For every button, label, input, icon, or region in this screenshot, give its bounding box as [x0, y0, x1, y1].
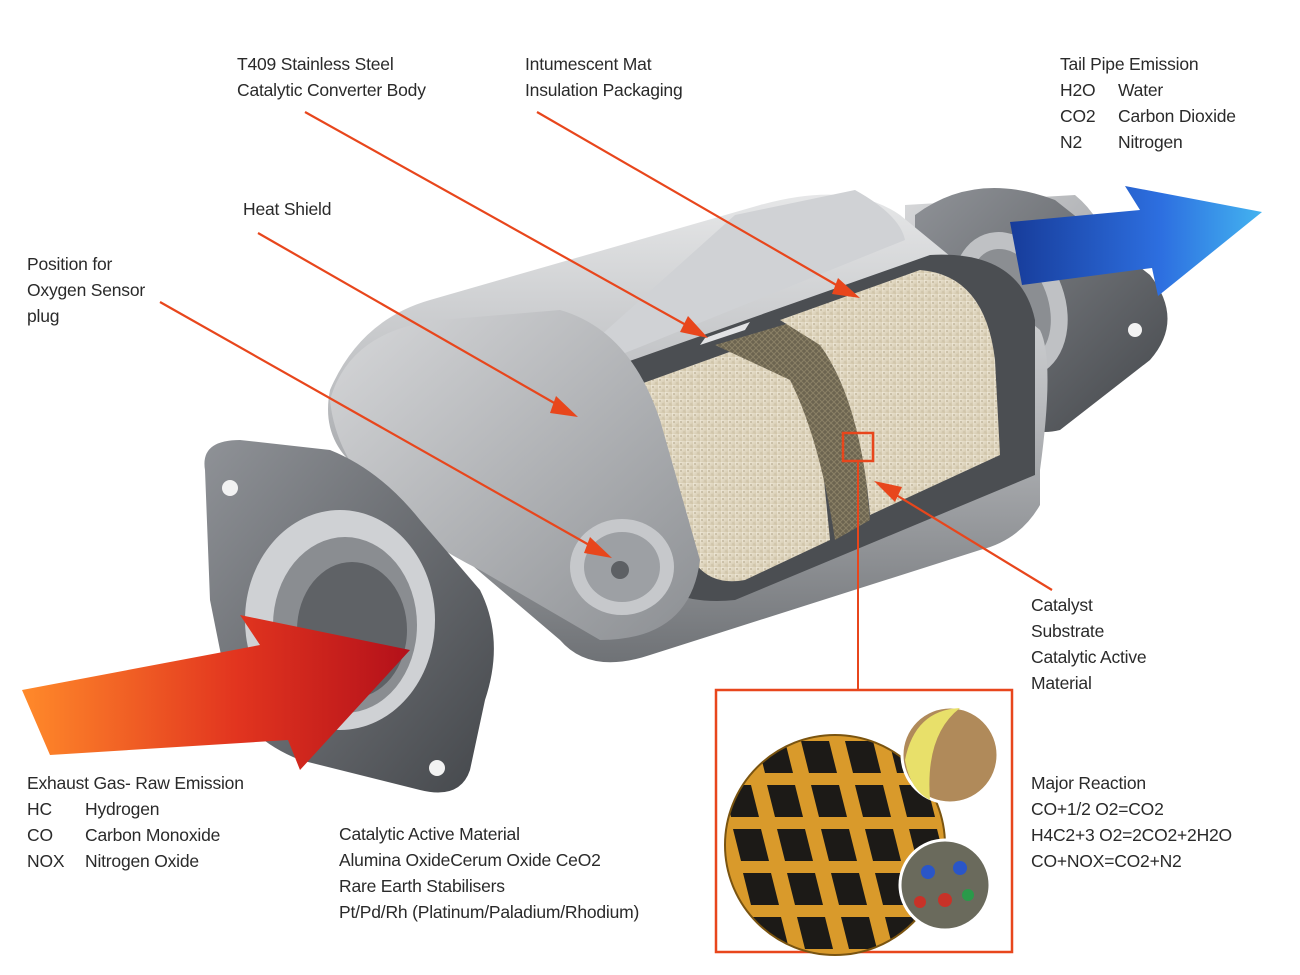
- honeycomb-cell: [841, 917, 877, 949]
- honeycomb-cell: [659, 697, 695, 729]
- label-catalytic-active-material: Catalytic Active Material Alumina OxideC…: [339, 824, 640, 922]
- honeycomb-cell: [845, 741, 881, 773]
- converter-body: [328, 190, 1048, 663]
- label-major-reaction: Major Reaction CO+1/2 O2=CO2 H4C2+3 O2=2…: [1031, 773, 1232, 871]
- honeycomb-detail: [659, 697, 1019, 975]
- honeycomb-cell: [939, 961, 975, 975]
- label-intumescent-mat: Intumescent Mat Insulation Packaging: [525, 54, 683, 100]
- honeycomb-cell: [801, 741, 837, 773]
- honeycomb-cell: [787, 873, 823, 905]
- honeycomb-cell: [743, 873, 779, 905]
- honeycomb-cell: [855, 785, 891, 817]
- leader-body: [304, 111, 696, 331]
- honeycomb-cell: [865, 829, 901, 861]
- leader-mat: [536, 111, 846, 291]
- leader-oxygen: [159, 301, 599, 551]
- label-catalyst-substrate: Catalyst Substrate Catalytic Active Mate…: [1031, 595, 1147, 693]
- insulation-mat: [715, 320, 870, 540]
- honeycomb-cell: [719, 961, 755, 975]
- honeycomb-cell: [679, 785, 715, 817]
- substrate-rear: [780, 270, 1000, 515]
- leader-heat-shield: [257, 232, 564, 409]
- honeycomb-cell: [733, 829, 769, 861]
- honeycomb-cell: [767, 785, 803, 817]
- honeycomb-cell: [669, 741, 705, 773]
- outlet-flow-arrow: [1010, 186, 1262, 296]
- honeycomb-cell: [807, 961, 843, 975]
- honeycomb-cell: [895, 961, 931, 975]
- label-oxygen-sensor: Position for Oxygen Sensor plug: [27, 254, 146, 326]
- honeycomb-cell: [821, 829, 857, 861]
- substrate-front: [610, 350, 830, 582]
- honeycomb-cell: [777, 829, 813, 861]
- label-heat-shield: Heat Shield: [243, 199, 332, 219]
- honeycomb-cell: [983, 961, 1019, 975]
- honeycomb-cell: [851, 961, 887, 975]
- honeycomb-cell: [831, 873, 867, 905]
- honeycomb-cell: [811, 785, 847, 817]
- precious-metal-detail: [898, 838, 992, 932]
- honeycomb-cell: [763, 961, 799, 975]
- honeycomb-cell: [797, 917, 833, 949]
- leader-lines: [159, 111, 1053, 591]
- label-converter-body: T409 Stainless Steel Catalytic Converter…: [237, 54, 426, 100]
- leader-catalyst: [887, 489, 1053, 591]
- inlet-flow-arrow: [22, 615, 410, 770]
